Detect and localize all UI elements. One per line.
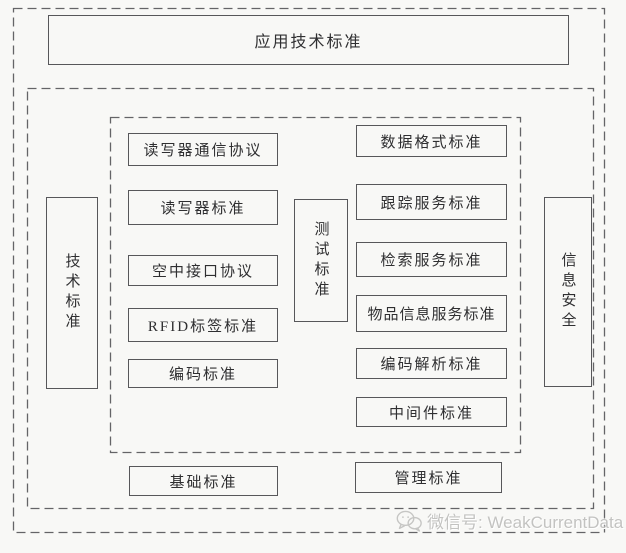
box-label: 信息安全 <box>559 252 576 332</box>
box-label: 技术标准 <box>63 253 80 333</box>
box-label: RFID标签标准 <box>147 318 259 335</box>
box-reader-communication-protocol: 读写器通信协议 <box>128 133 278 166</box>
box-item-info-service-standard: 物品信息服务标准 <box>356 295 507 332</box>
box-information-security: 信息安全 <box>544 197 592 387</box>
box-data-format-standard: 数据格式标准 <box>356 125 507 157</box>
box-tracking-service-standard: 跟踪服务标准 <box>356 184 507 220</box>
box-label: 管理标准 <box>394 471 463 487</box>
box-air-interface-protocol: 空中接口协议 <box>128 255 278 286</box>
box-technical-standard: 技术标准 <box>46 197 98 389</box>
box-coding-standard: 编码标准 <box>128 359 278 388</box>
box-label: 跟踪服务标准 <box>380 195 483 212</box>
box-label: 编码解析标准 <box>380 357 483 373</box>
box-label: 读写器通信协议 <box>143 143 263 159</box>
box-test-standard: 测试标准 <box>294 199 348 322</box>
box-retrieval-service-standard: 检索服务标准 <box>356 242 507 277</box>
outer-dashed-frame <box>12 7 606 534</box>
box-label: 检索服务标准 <box>380 253 483 269</box>
box-label: 空中接口协议 <box>151 264 254 280</box>
box-code-resolution-standard: 编码解析标准 <box>356 348 507 379</box>
box-label: 物品信息服务标准 <box>367 307 496 323</box>
watermark-text: 微信号: WeakCurrentData <box>427 513 624 532</box>
inner-dashed-frame <box>109 116 522 454</box>
box-application-tech-standard: 应用技术标准 <box>48 15 569 65</box>
box-label: 基础标准 <box>169 474 238 491</box>
box-label: 应用技术标准 <box>254 34 363 51</box>
box-label: 读写器标准 <box>160 201 246 217</box>
box-label: 数据格式标准 <box>380 134 483 151</box>
box-label: 测试标准 <box>312 220 329 301</box>
box-middleware-standard: 中间件标准 <box>356 397 507 427</box>
wechat-icon <box>396 510 422 532</box>
box-rfid-tag-standard: RFID标签标准 <box>128 308 278 342</box>
box-basic-standard: 基础标准 <box>129 466 278 496</box>
middle-dashed-frame <box>26 87 595 510</box>
watermark: 微信号: WeakCurrentData <box>396 508 623 533</box>
box-reader-standard: 读写器标准 <box>128 190 278 225</box>
box-label: 编码标准 <box>168 367 237 383</box>
box-management-standard: 管理标准 <box>355 462 502 493</box>
box-label: 中间件标准 <box>388 405 474 422</box>
